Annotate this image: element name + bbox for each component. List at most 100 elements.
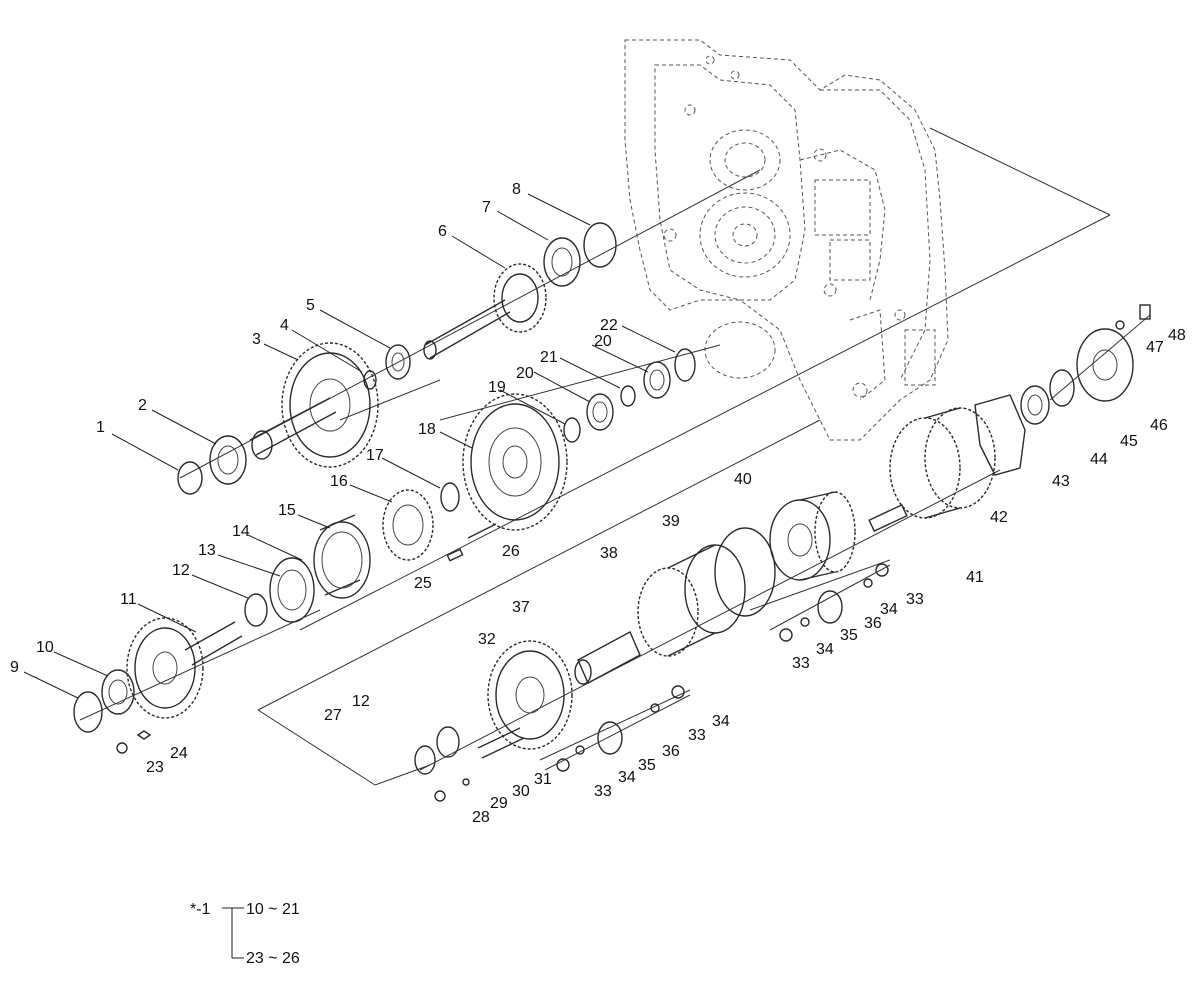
transmission-housing <box>624 39 949 441</box>
part-2-bearing <box>209 435 247 485</box>
callout-label: 36 <box>662 743 680 760</box>
part-1-snap-ring <box>177 461 203 495</box>
legend-prefix: *-1 <box>190 901 211 918</box>
part-19-spacer <box>563 417 581 443</box>
callout-label: 18 <box>418 421 436 438</box>
callout-label: 31 <box>534 771 552 788</box>
part-5-bearing <box>385 344 411 380</box>
part-42-ring-gear <box>889 407 996 519</box>
planetary-group <box>414 491 908 802</box>
part-47-washer <box>1115 320 1125 330</box>
callout-label: 26 <box>502 543 520 560</box>
callout-label: 40 <box>734 471 752 488</box>
output-shaft-group <box>73 489 497 754</box>
part-20-bearing-a <box>586 393 614 431</box>
callout-label: 35 <box>638 757 656 774</box>
callout-label: 23 <box>146 759 164 776</box>
callout-label: 45 <box>1120 433 1138 450</box>
part-22-snap-ring <box>674 348 696 382</box>
callout-label: 36 <box>864 615 882 632</box>
callout-label: 41 <box>966 569 984 586</box>
assembly-legend: *-1 10 ~ 21 23 ~ 26 <box>190 901 300 967</box>
part-15-clutch-drum <box>313 514 371 599</box>
callout-label: 21 <box>540 349 558 366</box>
callout-label: 16 <box>330 473 348 490</box>
callout-label: 11 <box>120 591 137 608</box>
callout-label: 7 <box>482 199 491 216</box>
part-3-gear-shaft <box>249 342 379 468</box>
part-37-sun-gear <box>574 631 641 685</box>
part-10-bearing <box>101 669 135 715</box>
part-48-bolt <box>1139 304 1151 320</box>
callout-label: 19 <box>488 379 506 396</box>
callout-label: 12 <box>172 562 190 579</box>
callout-label: 13 <box>198 542 216 559</box>
part-45-seal <box>1049 369 1075 407</box>
part-17-ring <box>440 482 460 512</box>
callout-label: 29 <box>490 795 508 812</box>
callout-label: 25 <box>414 575 432 592</box>
part-18-large-gear <box>462 393 568 531</box>
callout-label: 37 <box>512 599 530 616</box>
callout-label: 38 <box>600 545 618 562</box>
callout-label: 27 <box>324 707 342 724</box>
part-30-shaft <box>477 727 525 759</box>
part-39-snap-ring <box>714 527 776 617</box>
callout-label: 46 <box>1150 417 1168 434</box>
callout-label: 15 <box>278 502 296 519</box>
callout-labels: 1 2 3 4 5 6 7 8 9 10 11 12 13 14 15 16 1… <box>10 181 1186 826</box>
callout-label: 17 <box>366 447 384 464</box>
callout-label: 34 <box>618 769 636 786</box>
callout-label: 9 <box>10 659 19 676</box>
legend-range-a: 10 ~ 21 <box>246 901 300 918</box>
part-23-bolt <box>116 742 128 754</box>
part-20-bearing-b <box>643 361 671 399</box>
callout-label: 1 <box>96 419 105 436</box>
callout-label: 22 <box>600 317 618 334</box>
callout-label: 3 <box>252 331 261 348</box>
part-25-key <box>446 548 464 562</box>
callout-label: 33 <box>594 783 612 800</box>
callout-label: 47 <box>1146 339 1164 356</box>
callout-label: 2 <box>138 397 147 414</box>
callout-label: 48 <box>1168 327 1186 344</box>
output-flange-group <box>889 304 1151 519</box>
assembly-axes <box>79 127 1151 786</box>
legend-range-b: 23 ~ 26 <box>246 950 300 967</box>
counter-shaft-group <box>440 348 696 531</box>
part-12-bearing <box>244 593 268 627</box>
callout-label: 4 <box>280 317 289 334</box>
callout-label: 34 <box>712 713 730 730</box>
part-41-shaft <box>868 504 908 532</box>
callout-label: 34 <box>816 641 834 658</box>
callout-label: 8 <box>512 181 521 198</box>
callout-label: 34 <box>880 601 898 618</box>
part-35-planet-pinion-b <box>817 590 843 624</box>
part-35-planet-pinion-a <box>597 721 623 755</box>
callout-label: 12 <box>352 693 370 710</box>
part-7-bearing <box>543 237 581 287</box>
part-12-bearing-b <box>436 726 460 758</box>
part-46-flange <box>1076 328 1134 402</box>
part-4-ring <box>363 370 377 390</box>
part-28-bolt <box>434 790 446 802</box>
callout-label: 10 <box>36 639 54 656</box>
part-38-ring-gear <box>637 544 746 657</box>
part-27-snap-ring <box>414 745 436 775</box>
callout-label: 43 <box>1052 473 1070 490</box>
part-11-gear-shaft <box>126 617 243 719</box>
callout-label: 30 <box>512 783 530 800</box>
part-24-washer <box>136 730 152 740</box>
part-26-pin <box>467 523 497 539</box>
part-40-planet-carrier <box>769 491 856 581</box>
callout-label: 44 <box>1090 451 1108 468</box>
part-8-snap-ring <box>583 222 617 268</box>
input-shaft-group <box>177 222 617 495</box>
callout-label: 14 <box>232 523 250 540</box>
callout-label: 28 <box>472 809 490 826</box>
part-43-plate <box>974 394 1026 476</box>
part-21-ring <box>620 385 636 407</box>
part-32-carrier-gear <box>487 640 573 750</box>
